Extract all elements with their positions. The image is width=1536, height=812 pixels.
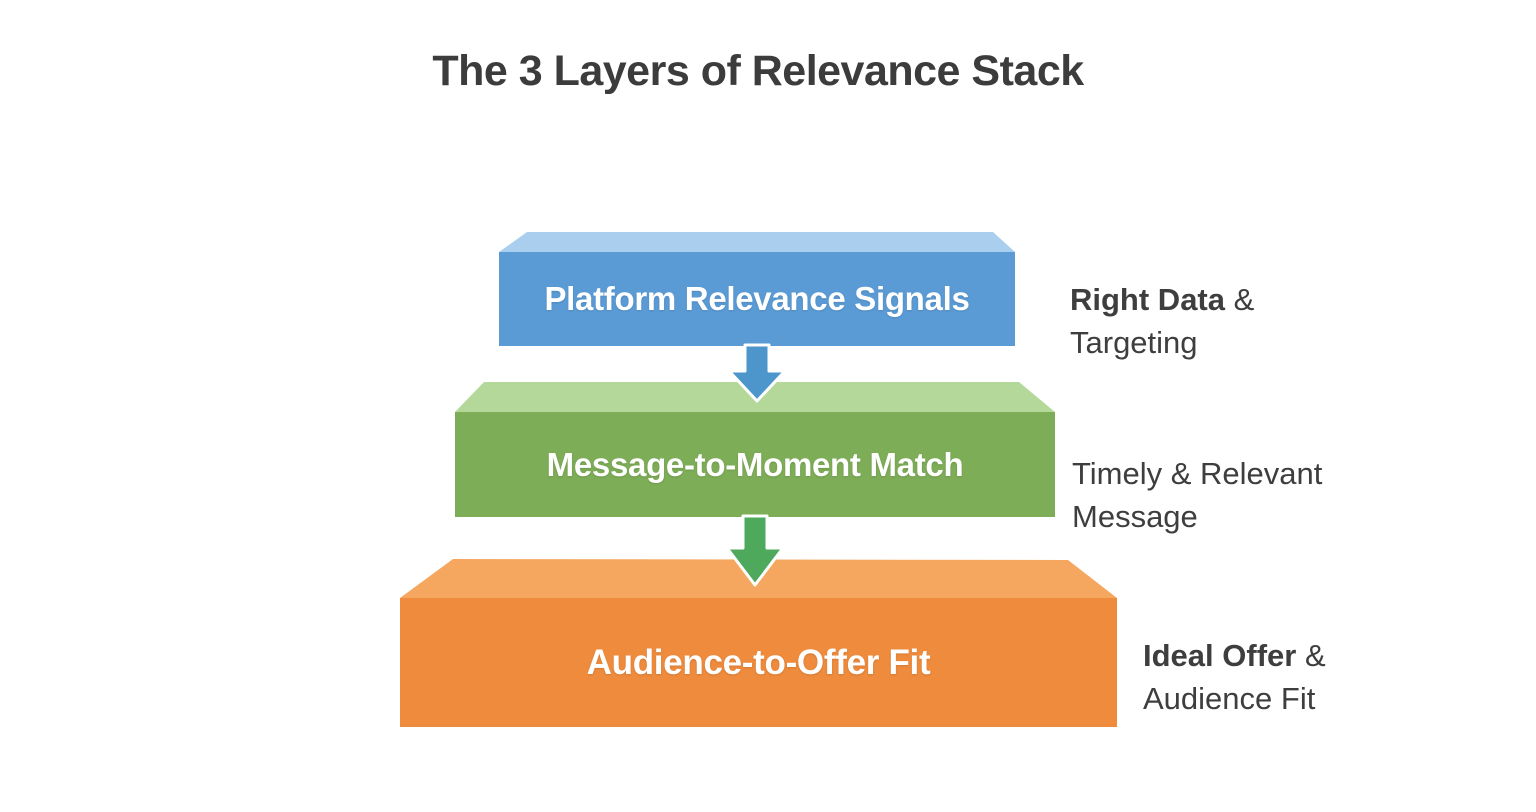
- layer1-annotation-line1: Right Data &: [1070, 278, 1254, 321]
- layer1-annotation-line1-rest: &: [1225, 282, 1255, 317]
- layer3-annotation-line2: Audience Fit: [1143, 681, 1316, 716]
- layer2-annotation-line1: Timely & Relevant: [1072, 452, 1322, 495]
- layer1-annotation-line2: Targeting: [1070, 325, 1198, 360]
- layer3-annotation: Ideal Offer & Audience Fit: [1143, 634, 1326, 720]
- down-arrow-green-icon: [725, 514, 785, 587]
- layer1-annotation: Right Data & Targeting: [1070, 278, 1254, 364]
- layer3-label: Audience-to-Offer Fit: [586, 642, 931, 682]
- layer1-label: Platform Relevance Signals: [544, 280, 970, 317]
- page-title: The 3 Layers of Relevance Stack: [432, 47, 1084, 95]
- layer2-front-face: [455, 412, 1055, 517]
- down-arrow-blue-icon: [727, 343, 787, 403]
- layer2-annotation-line1-rest: Timely & Relevant: [1072, 456, 1323, 491]
- layer2-label: Message-to-Moment Match: [546, 445, 964, 483]
- layer1-top-face: [499, 232, 1015, 252]
- layer3-annotation-line1: Ideal Offer &: [1143, 634, 1326, 677]
- layer2-annotation: Timely & Relevant Message: [1072, 452, 1322, 538]
- layer3-front-face: [400, 598, 1117, 727]
- layer2-annotation-line2: Message: [1072, 499, 1198, 534]
- layer1-front-face: [499, 252, 1015, 346]
- layer1-annotation-line1-bold: Right Data: [1070, 282, 1225, 317]
- layer3-annotation-line1-rest: &: [1296, 638, 1326, 673]
- layer3-annotation-line1-bold: Ideal Offer: [1143, 638, 1297, 673]
